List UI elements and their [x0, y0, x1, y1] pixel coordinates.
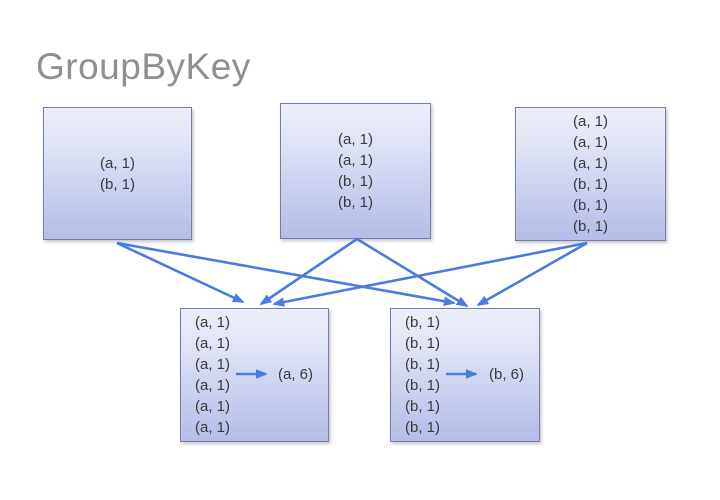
- pair-line: (b, 1): [405, 419, 441, 436]
- shuffle-arrow-p2-to-a: [259, 237, 358, 306]
- pair-line: (a, 1): [99, 154, 135, 172]
- shuffle-arrow-p3-to-a: [272, 241, 588, 307]
- shuffle-arrow-p3-to-b: [476, 241, 588, 307]
- pair-line: (a, 1): [195, 398, 231, 415]
- pair-line: (a, 1): [195, 314, 231, 331]
- pair-line: (a, 1): [572, 155, 608, 172]
- pair-line: (a, 1): [337, 131, 373, 148]
- pair-line: (b, 1): [405, 398, 441, 415]
- pair-line: (b, 1): [405, 314, 441, 331]
- pair-line: (a, 1): [572, 113, 608, 130]
- pair-line: (a, 1): [195, 419, 231, 436]
- reduced-result-a: (a, 6): [278, 366, 314, 383]
- pair-line: (b, 1): [405, 377, 441, 394]
- shuffle-arrow-p2-to-b: [356, 237, 469, 308]
- pair-line: (b, 1): [337, 194, 373, 211]
- pair-line: (a, 1): [337, 152, 373, 169]
- shuffle-arrow-p1-to-b: [116, 241, 456, 306]
- pair-line: (b, 1): [99, 175, 135, 193]
- reduced-result-b: (b, 6): [489, 366, 525, 383]
- pair-line: (b, 1): [572, 218, 608, 235]
- input-partition-2-box: (a, 1) (a, 1) (b, 1) (b, 1): [280, 103, 431, 239]
- shuffle-arrow-p1-to-a: [116, 241, 245, 304]
- pair-line: (b, 1): [337, 173, 373, 190]
- slide-title: GroupByKey: [36, 46, 251, 87]
- pair-line: (a, 1): [195, 377, 231, 394]
- pair-line: (a, 1): [195, 335, 231, 352]
- pair-line: (b, 1): [572, 176, 608, 193]
- input-partition-1-box: (a, 1) (b, 1): [43, 107, 192, 240]
- input-partition-3-box: (a, 1) (a, 1) (a, 1) (b, 1) (b, 1) (b, 1…: [515, 107, 666, 241]
- grouped-partition-b-box: (b, 1) (b, 1) (b, 1) (b, 1) (b, 1) (b, 1…: [390, 308, 540, 442]
- pair-line: (a, 1): [572, 134, 608, 151]
- pair-line: (b, 1): [405, 335, 441, 352]
- pair-line: (a, 1): [195, 356, 231, 373]
- pair-line: (b, 1): [572, 197, 608, 214]
- grouped-partition-a-box: (a, 1) (a, 1) (a, 1) (a, 1) (a, 1) (a, 1…: [180, 308, 329, 442]
- pair-line: (b, 1): [405, 356, 441, 373]
